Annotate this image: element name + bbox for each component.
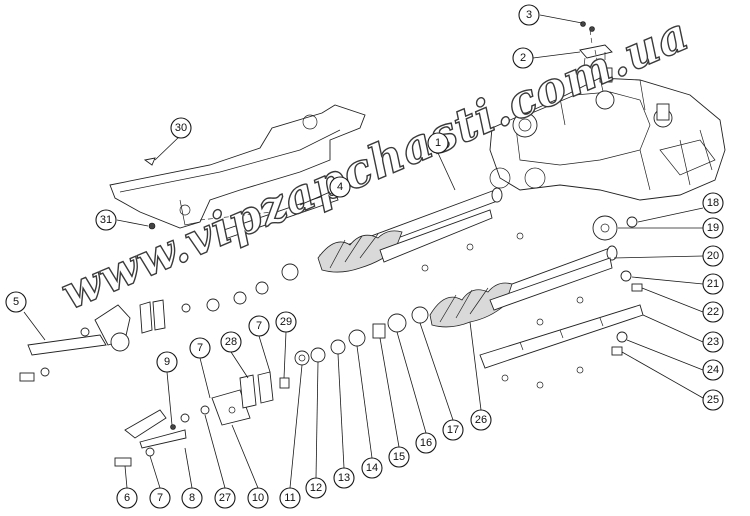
callout: 4 xyxy=(329,176,351,198)
callout-label: 17 xyxy=(447,424,459,436)
callout: 9 xyxy=(156,351,178,373)
callout: 24 xyxy=(702,359,724,381)
callout-label: 23 xyxy=(707,336,719,348)
callout: 15 xyxy=(388,446,410,468)
callout: 12 xyxy=(305,477,327,499)
callout-label: 5 xyxy=(13,296,19,308)
callout-label: 8 xyxy=(189,492,195,504)
callout: 17 xyxy=(442,419,464,441)
callout-label: 15 xyxy=(393,451,405,463)
callout-label: 7 xyxy=(157,492,163,504)
left-brackets xyxy=(19,304,290,467)
callout: 16 xyxy=(415,432,437,454)
callout-label: 12 xyxy=(310,482,322,494)
callout-label: 6 xyxy=(124,492,130,504)
leader-lines xyxy=(23,14,704,489)
callout: 3 xyxy=(518,4,540,26)
callout: 8 xyxy=(181,487,203,509)
shaft-assembly-2 xyxy=(429,245,644,369)
callout-label: 9 xyxy=(164,356,170,368)
callout-label: 29 xyxy=(280,316,292,328)
top-bracket xyxy=(579,21,613,76)
callout-label: 11 xyxy=(284,492,295,504)
callout: 11 xyxy=(279,487,301,509)
callout: 23 xyxy=(702,331,724,353)
callout: 5 xyxy=(5,291,27,313)
callout: 19 xyxy=(702,217,724,239)
callout-label: 3 xyxy=(526,9,532,21)
right-small-parts xyxy=(421,215,643,389)
callout-label: 7 xyxy=(256,320,262,332)
callout-label: 10 xyxy=(252,492,264,504)
callout: 1 xyxy=(427,132,449,154)
callout-label: 1 xyxy=(435,137,441,149)
callout-label: 20 xyxy=(707,250,719,262)
callout: 25 xyxy=(702,389,724,411)
callout: 29 xyxy=(275,311,297,333)
callout-label: 4 xyxy=(337,181,343,193)
callout-label: 19 xyxy=(707,222,719,234)
callout-label: 25 xyxy=(707,394,719,406)
callout-label: 22 xyxy=(707,306,719,318)
callout: 10 xyxy=(247,487,269,509)
callout-label: 28 xyxy=(225,336,237,348)
callout-label: 31 xyxy=(100,214,112,226)
callout: 13 xyxy=(333,467,355,489)
callout: 27 xyxy=(214,487,236,509)
callout-label: 26 xyxy=(475,414,487,426)
washer-row-lower xyxy=(294,306,429,366)
callout: 31 xyxy=(95,209,117,231)
callout: 7 xyxy=(149,487,171,509)
callout: 28 xyxy=(220,331,242,353)
shaft-assembly-1 xyxy=(217,187,503,273)
callout-label: 13 xyxy=(338,472,350,484)
callout: 7 xyxy=(189,337,211,359)
callout: 22 xyxy=(702,301,724,323)
callout: 21 xyxy=(702,273,724,295)
washer-row-upper xyxy=(139,263,299,334)
callout-label: 7 xyxy=(197,342,203,354)
callout: 2 xyxy=(512,47,534,69)
callout: 26 xyxy=(470,409,492,431)
gearbox-assembly xyxy=(489,67,726,201)
callout: 30 xyxy=(170,117,192,139)
callout-label: 18 xyxy=(707,197,719,209)
callout-label: 27 xyxy=(219,492,231,504)
callout: 7 xyxy=(248,315,270,337)
callout-label: 30 xyxy=(175,122,187,134)
callout: 20 xyxy=(702,245,724,267)
callout: 18 xyxy=(702,192,724,214)
callout-label: 14 xyxy=(366,462,378,474)
callout-label: 16 xyxy=(420,437,432,449)
callout: 6 xyxy=(116,487,138,509)
callout-label: 2 xyxy=(520,52,526,64)
callout-label: 21 xyxy=(707,278,719,290)
callout-label: 24 xyxy=(707,364,719,376)
callout: 14 xyxy=(361,457,383,479)
